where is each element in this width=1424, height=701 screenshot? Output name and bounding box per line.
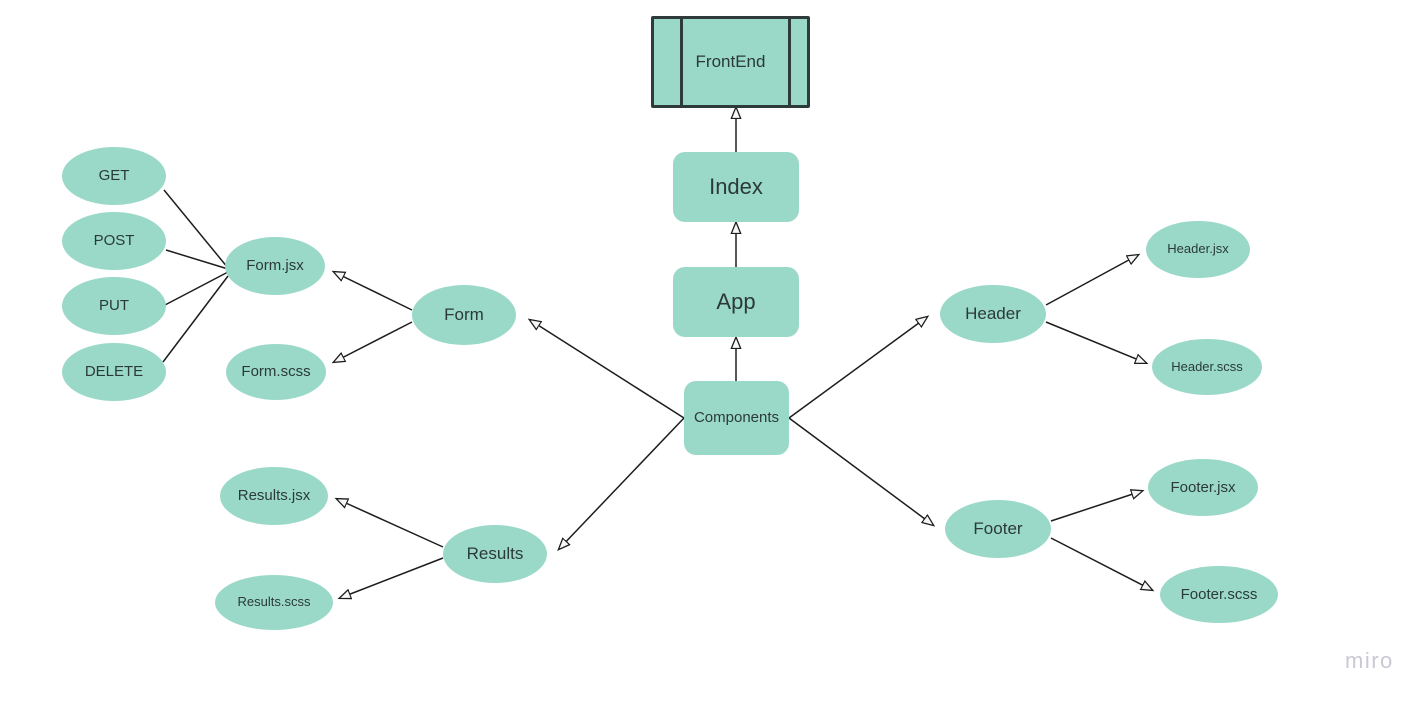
node-label-frontend: FrontEnd	[695, 52, 766, 72]
node-label-header: Header	[965, 304, 1021, 324]
edge-e-header-headerjsx	[1045, 255, 1138, 306]
edge-e-components-header	[788, 317, 927, 419]
edge-e-form-formscss	[334, 321, 413, 362]
node-results-scss[interactable]: Results.scss	[215, 575, 333, 630]
edge-e-put-formjsx	[164, 271, 229, 306]
node-label-get: GET	[98, 167, 130, 185]
node-results-jsx[interactable]: Results.jsx	[220, 467, 328, 525]
node-footer-jsx[interactable]: Footer.jsx	[1148, 459, 1258, 516]
node-post[interactable]: POST	[62, 212, 166, 270]
edge-e-delete-formjsx	[162, 275, 229, 363]
node-label-results-jsx: Results.jsx	[237, 487, 311, 505]
node-frontend[interactable]: FrontEnd	[651, 16, 810, 108]
edge-e-results-resultsscss	[340, 557, 444, 598]
edge-e-footer-footerscss	[1050, 537, 1152, 590]
node-label-index: Index	[709, 174, 763, 200]
edge-e-components-form	[530, 320, 685, 419]
edge-e-footer-footerjsx	[1050, 491, 1142, 522]
node-header[interactable]: Header	[940, 285, 1046, 343]
package-divider-right	[788, 19, 791, 105]
node-footer-scss[interactable]: Footer.scss	[1160, 566, 1278, 623]
edge-e-form-formjsx	[334, 272, 413, 311]
node-label-results-scss: Results.scss	[237, 594, 311, 610]
edge-e-results-resultsjsx	[337, 499, 444, 548]
node-form-jsx[interactable]: Form.jsx	[225, 237, 325, 295]
node-delete[interactable]: DELETE	[62, 343, 166, 401]
node-label-put: PUT	[99, 297, 129, 315]
node-label-footer-jsx: Footer.jsx	[1170, 478, 1236, 496]
node-form[interactable]: Form	[412, 285, 516, 345]
node-label-app: App	[716, 289, 756, 315]
node-label-header-scss: Header.scss	[1171, 358, 1243, 374]
node-components[interactable]: Components	[684, 381, 789, 455]
edge-e-header-headerscss	[1045, 321, 1146, 363]
node-index[interactable]: Index	[673, 152, 799, 222]
node-label-form-jsx: Form.jsx	[246, 257, 304, 275]
node-label-form-scss: Form.scss	[241, 363, 311, 381]
node-label-footer-scss: Footer.scss	[1180, 585, 1258, 603]
node-footer[interactable]: Footer	[945, 500, 1051, 558]
node-put[interactable]: PUT	[62, 277, 166, 335]
node-header-jsx[interactable]: Header.jsx	[1146, 221, 1250, 278]
node-form-scss[interactable]: Form.scss	[226, 344, 326, 400]
edge-e-components-results	[559, 417, 685, 549]
node-header-scss[interactable]: Header.scss	[1152, 339, 1262, 395]
node-label-footer: Footer	[973, 519, 1023, 539]
node-app[interactable]: App	[673, 267, 799, 337]
package-divider-left	[680, 19, 683, 105]
edge-e-get-formjsx	[163, 189, 229, 269]
edge-e-post-formjsx	[165, 249, 229, 270]
node-label-header-jsx: Header.jsx	[1167, 241, 1229, 257]
edge-e-components-footer	[788, 417, 933, 525]
node-results[interactable]: Results	[443, 525, 547, 583]
miro-watermark: miro	[1345, 648, 1394, 673]
node-label-results: Results	[466, 544, 524, 564]
node-label-post: POST	[93, 232, 135, 250]
node-get[interactable]: GET	[62, 147, 166, 205]
node-label-form: Form	[444, 305, 484, 325]
node-label-components: Components	[693, 409, 780, 427]
node-label-delete: DELETE	[84, 363, 144, 381]
